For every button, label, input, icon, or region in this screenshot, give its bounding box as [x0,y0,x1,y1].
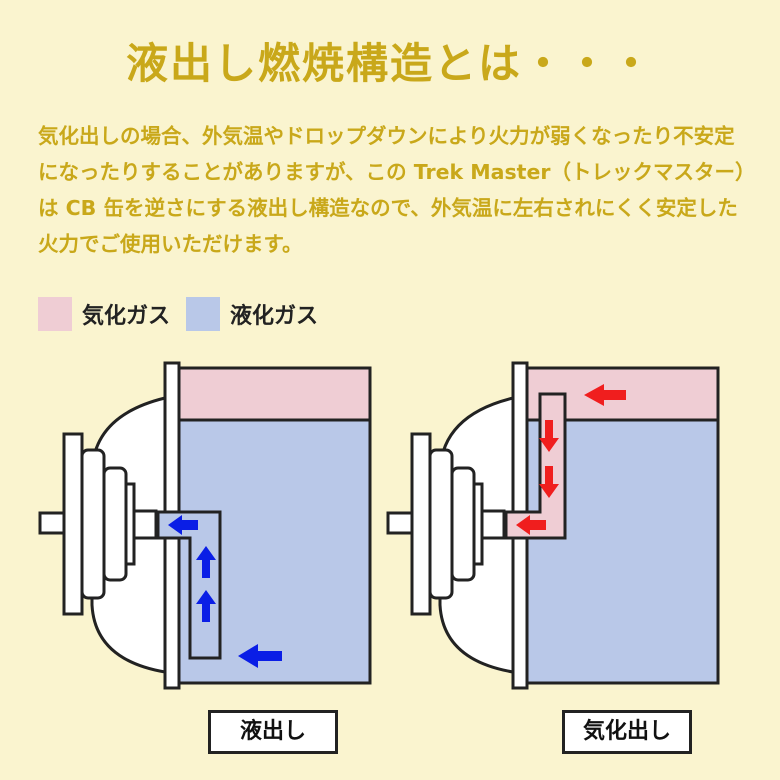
nozzle-shaft-left [38,511,66,535]
back-plate-left [62,432,84,616]
liquid-flow-arrows [168,515,282,668]
vapor-flow-arrows [516,384,626,535]
legend-label-vapor: 気化ガス [82,304,171,329]
arrow-up-2 [196,546,216,578]
arrow-left-out [168,515,198,535]
arrow-vapor-in [584,384,626,406]
hub-inner-left [102,466,128,582]
canister-vapor-left [177,366,372,422]
arrow-up-1 [196,590,216,622]
arrow-down-1 [539,420,559,452]
liquid-feed-diagram [38,361,372,690]
arrow-vapor-out [516,515,546,535]
legend-swatch-liquid [186,297,221,331]
legend: 気化ガス 液化ガス [38,297,334,331]
back-plate-right [410,432,432,616]
vapor-feed-diagram [386,361,720,690]
hub-outer-right [428,448,454,600]
caption-vapor-feed: 気化出し [562,710,692,754]
nozzle-shaft-right [386,511,414,535]
page-title: 液出し燃焼構造とは・・・ [125,39,654,88]
connector-right [480,509,506,540]
hub-inner-right [450,466,476,582]
structure-diagrams [38,361,720,690]
arrow-left-in [238,644,282,668]
legend-swatch-vapor [38,297,72,331]
legend-label-liquid: 液化ガス [230,304,319,329]
description-text: 気化出しの場合、外気温やドロップダウンにより火力が弱くなったり不安定になったりす… [38,124,746,256]
connector-left [132,509,158,540]
caption-liquid-feed: 液出し [208,710,338,754]
arrow-down-2 [539,466,559,498]
hub-outer-left [80,448,106,600]
